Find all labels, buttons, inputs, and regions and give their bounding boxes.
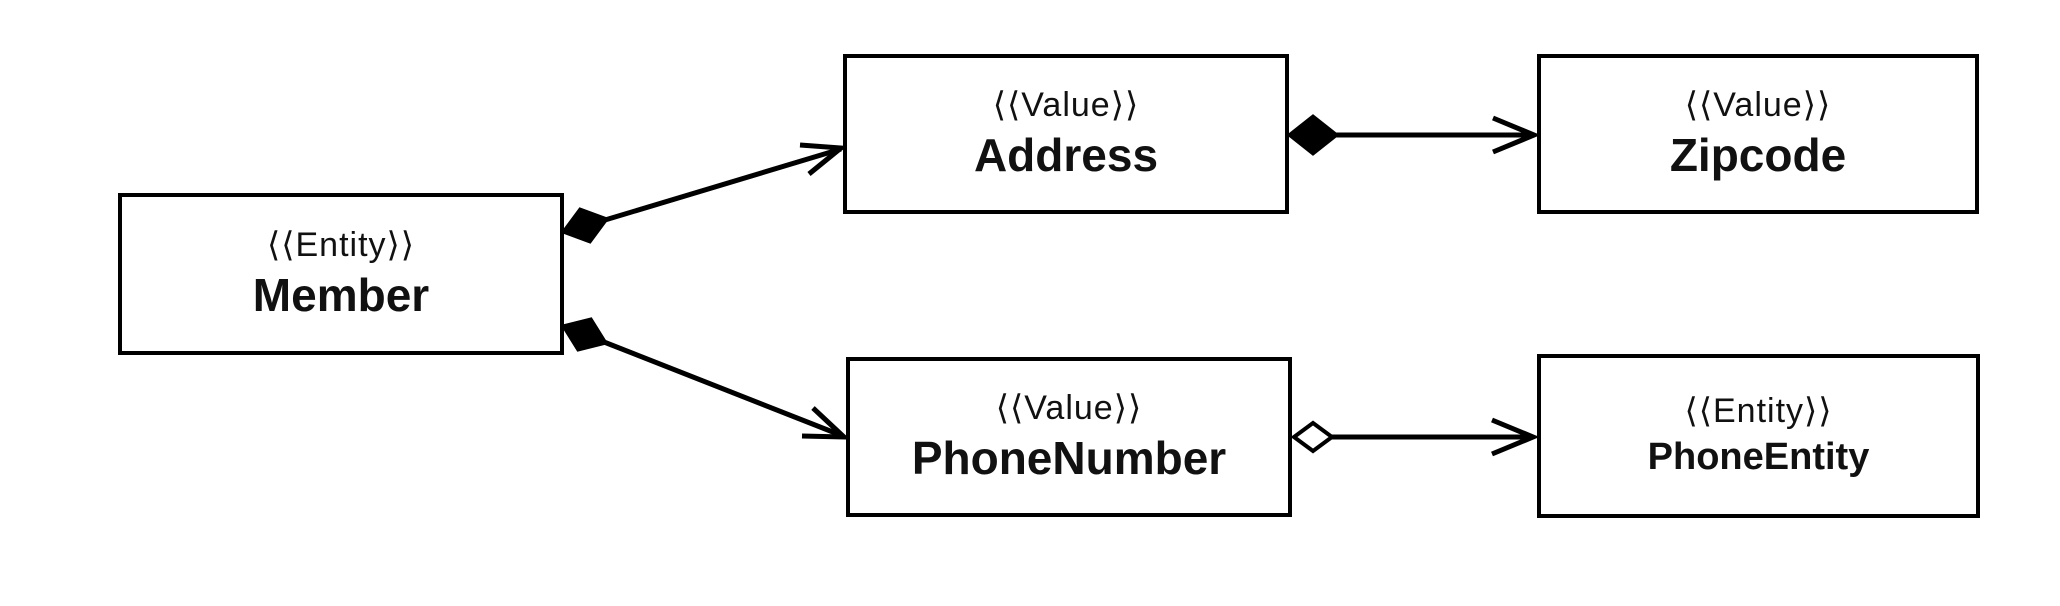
open-arrowhead-icon [1492,115,1541,155]
stereotype-label: ⟨⟨Entity⟩⟩ [266,226,416,264]
aggregation-diamond-icon [1290,420,1336,454]
edge-address-zipcode [1286,114,1541,156]
node-phoneentity: ⟨⟨Entity⟩⟩ PhoneEntity [1537,354,1980,518]
stereotype-label: ⟨⟨Value⟩⟩ [995,389,1143,427]
stereotype-label: ⟨⟨Value⟩⟩ [1684,86,1832,124]
open-arrowhead-icon [799,142,848,176]
edge-member-phonenumber [560,317,851,440]
composition-diamond-icon [560,317,609,352]
node-address: ⟨⟨Value⟩⟩ Address [843,54,1289,214]
composition-diamond-icon [1286,114,1340,156]
node-phonenumber: ⟨⟨Value⟩⟩ PhoneNumber [846,357,1292,517]
node-zipcode: ⟨⟨Value⟩⟩ Zipcode [1537,54,1979,214]
open-arrowhead-icon [801,406,851,440]
edge-line [604,146,842,223]
node-name-label: PhoneNumber [911,432,1227,485]
open-arrowhead-icon [1491,417,1540,457]
node-name-label: Member [252,269,430,322]
stereotype-label: ⟨⟨Entity⟩⟩ [1684,392,1833,431]
node-name-label: Address [973,129,1159,182]
composition-diamond-icon [560,207,610,244]
edge-member-address [560,142,848,244]
node-name-label: PhoneEntity [1647,435,1870,478]
edge-line [603,339,844,439]
node-member: ⟨⟨Entity⟩⟩ Member [118,193,564,355]
node-name-label: Zipcode [1669,129,1847,182]
stereotype-label: ⟨⟨Value⟩⟩ [992,86,1140,124]
edge-phonenumber-phoneentity [1290,417,1540,457]
